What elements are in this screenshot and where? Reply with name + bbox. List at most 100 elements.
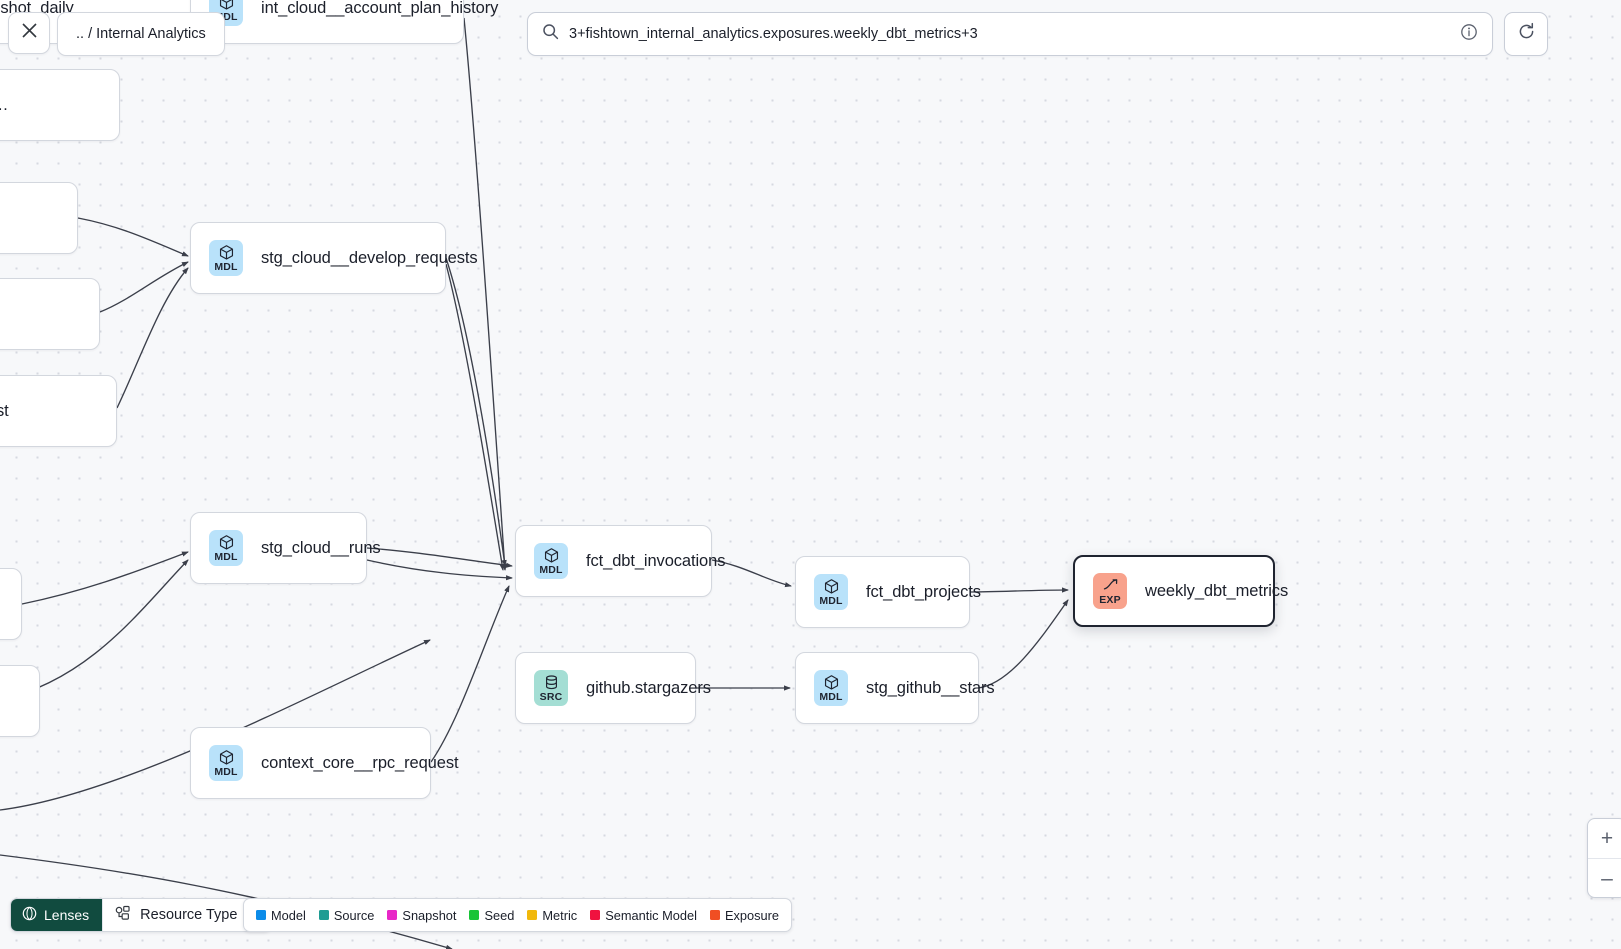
graph-node[interactable]: _develop_request [0,375,117,447]
resource-type-icon [115,905,131,925]
lineage-edge [445,263,505,571]
legend-label: Exposure [724,907,780,923]
lineage-edge [366,547,513,568]
graph-node[interactable]: MDL stg_cloud__develop_requests [190,222,478,294]
lineage-edge [430,585,510,763]
node-label: weekly_dbt_metrics [1145,581,1289,600]
node-type-label: MDL [214,11,238,23]
lenses-label: Lenses [44,907,90,923]
cube-icon [823,578,840,595]
legend-swatch [387,910,398,920]
graph-node[interactable]: .run [0,665,40,737]
node-type-label: MDL [214,551,238,563]
lenses-button[interactable]: Lenses [11,899,103,931]
graph-node[interactable]: MDL stg_github__stars [795,652,995,724]
legend-item: Seed [469,908,514,923]
legend-label: Model [271,907,306,923]
legend-label: Source [333,907,375,923]
legend-swatch [590,910,601,920]
node-type-label: MDL [819,595,843,607]
cube-icon [543,547,560,564]
graph-node[interactable]: velop_request [0,278,100,350]
zoom-controls[interactable]: + – [1587,818,1621,898]
node-label: context_core__rpc_request [261,753,459,772]
info-icon[interactable] [1460,23,1478,46]
node-type-label: MDL [214,766,238,778]
node-label: _develop_request [0,401,9,420]
node-label: stg_github__stars [866,678,995,697]
resource-type-label: Resource Type [140,907,238,923]
refresh-icon [1517,22,1536,46]
node-label: github.stargazers [586,678,711,697]
breadcrumb[interactable]: .. / Internal Analytics [57,12,225,56]
lineage-edge [977,599,1069,689]
minus-icon: – [1601,866,1613,890]
node-type-badge-mdl: MDL [814,574,848,610]
legend-label: Snapshot [402,907,457,923]
close-button[interactable] [8,12,50,54]
graph-node[interactable]: MDL int_cloud__account_plan_history [190,0,498,44]
legend-item: Exposure [709,907,780,923]
node-label: multicell_migrat… [0,96,9,115]
node-label: fct_dbt_invocations [586,551,726,570]
lineage-edge [366,559,513,581]
trend-icon [1102,577,1119,594]
node-type-badge-mdl: MDL [209,745,243,781]
node-type-label: MDL [539,564,563,576]
cube-icon [823,674,840,691]
legend-swatch [256,910,266,920]
node-label: stg_cloud__develop_requests [261,248,478,267]
lineage-edge [463,17,508,571]
graph-node[interactable]: EXP weekly_dbt_metrics [1073,555,1288,627]
cube-icon [218,244,235,261]
node-type-badge-mdl: MDL [534,543,568,579]
lineage-edge [969,587,1069,593]
lineage-edge [21,551,189,605]
legend-item: Model [256,908,306,923]
cube-icon [218,534,235,551]
legend-swatch [709,910,720,920]
node-type-label: EXP [1099,594,1121,606]
legend-item: Semantic Model [590,908,697,923]
legend-label: Metric [542,907,578,923]
node-label: int_cloud__account_plan_history [261,0,499,17]
lenses-toolbar[interactable]: Lenses Resource Type [10,898,272,932]
cube-icon [218,749,235,766]
graph-node[interactable]: MDL fct_dbt_projects [795,556,981,628]
node-label: fct_dbt_projects [866,582,981,601]
graph-node[interactable]: p_request [0,182,78,254]
search-input[interactable] [569,26,1450,42]
graph-node[interactable]: MDL fct_dbt_invocations [515,525,725,597]
lineage-search[interactable] [527,12,1493,56]
lineage-edge [116,267,189,409]
node-type-label: MDL [214,261,238,273]
node-type-badge-mdl: MDL [209,530,243,566]
graph-node[interactable]: MDL context_core__rpc_request [190,727,459,799]
legend-swatch [527,910,538,920]
lineage-edge [99,261,189,313]
node-type-badge-mdl: MDL [209,240,243,276]
node-type-badge-mdl: MDL [814,670,848,706]
zoom-out-button[interactable]: – [1588,858,1621,897]
legend-item: Metric [527,908,577,923]
plus-icon: + [1600,827,1614,850]
legend-label: Semantic Model [605,907,697,923]
legend-swatch [318,910,329,920]
graph-node[interactable]: n [0,568,22,640]
graph-node[interactable]: multicell_migrat… [0,69,120,141]
refresh-button[interactable] [1504,12,1548,56]
legend-label: Seed [484,907,515,923]
node-type-badge-exp: EXP [1093,573,1127,609]
cube-icon [218,0,235,11]
lens-icon [22,906,37,924]
search-icon [542,23,559,45]
zoom-in-button[interactable]: + [1588,819,1621,858]
legend-item: Source [318,907,375,923]
resource-legend: Model Source Snapshot Seed Metric Semantic Mo… [243,898,793,932]
node-type-label: MDL [819,691,843,703]
close-icon [21,22,38,44]
